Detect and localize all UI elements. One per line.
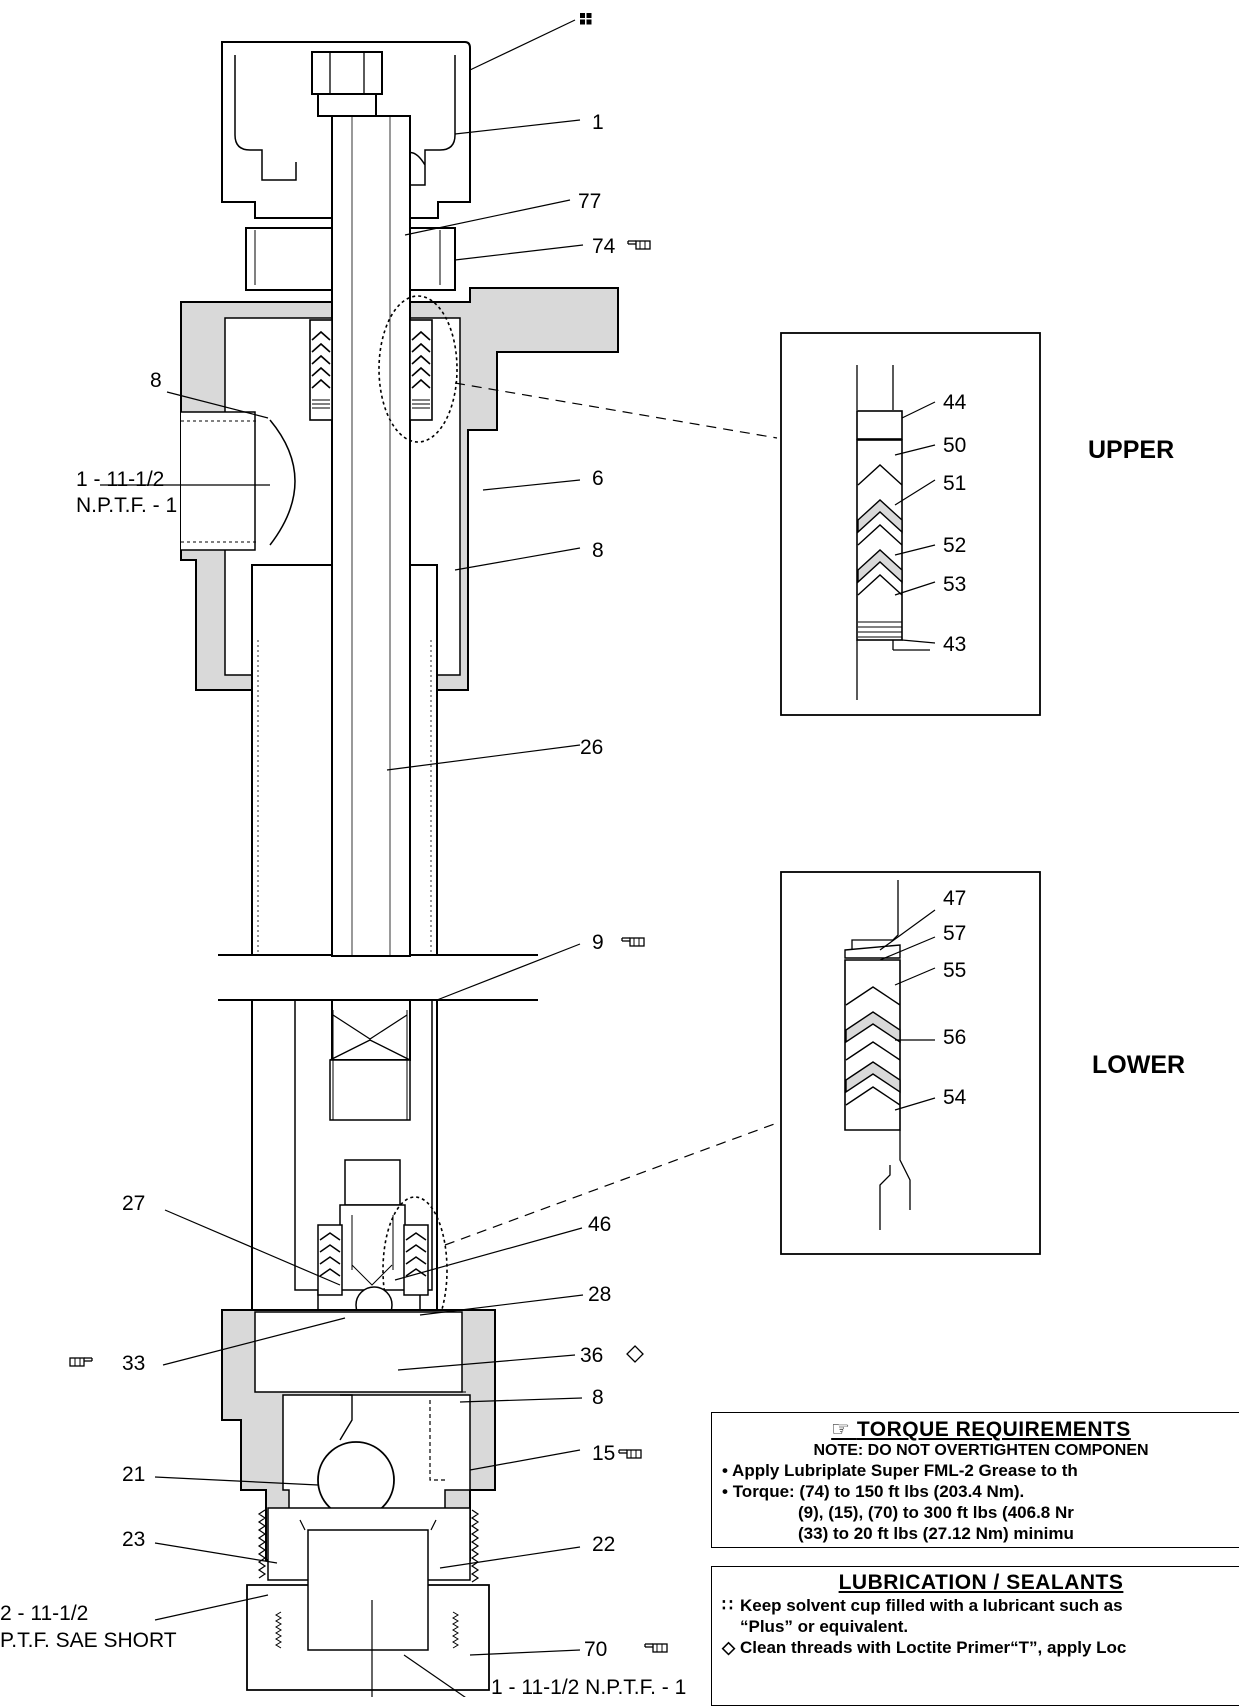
callout-8-upper: 8 (150, 369, 162, 392)
solvent-cup-icon (580, 13, 592, 25)
callout-70: 70 (584, 1638, 607, 1661)
callout-1: 1 (592, 111, 604, 134)
callout-26: 26 (580, 736, 603, 759)
nut (311, 51, 383, 95)
torque-line-3: (9), (15), (70) to 300 ft lbs (406.8 Nr (798, 1503, 1074, 1522)
lube-line-1: ∷ Keep solvent cup filled with a lubrican… (722, 1595, 1239, 1616)
callout-28: 28 (588, 1283, 611, 1306)
main-assembly (100, 19, 778, 1697)
callout-8-mid: 8 (592, 539, 604, 562)
callout-46: 46 (588, 1213, 611, 1236)
callout-15: 15 (592, 1442, 615, 1465)
callout-33: 33 (122, 1352, 145, 1375)
pointing-hand-icon (644, 1643, 668, 1653)
detail-callout-47: 47 (943, 887, 966, 910)
torque-requirements-box: ☞ TORQUE REQUIREMENTS NOTE: DO NOT OVERT… (711, 1412, 1239, 1548)
lube-line-2: “Plus” or equivalent. (740, 1617, 909, 1636)
callout-22: 22 (592, 1533, 615, 1556)
callout-27: 27 (122, 1192, 145, 1215)
piston (344, 1159, 401, 1206)
finger-right-icon (69, 1357, 93, 1367)
callout-8-lower: 8 (592, 1386, 604, 1409)
port-top-label-1: 1 - 11-1/2 (76, 468, 164, 491)
torque-title: ☞ TORQUE REQUIREMENTS (722, 1417, 1239, 1442)
lube-line-1-text: Keep solvent cup filled with a lubricant… (740, 1596, 1123, 1615)
upper-packing (309, 319, 433, 421)
diamond-icon: ◇ (722, 1638, 736, 1657)
callout-36: 36 (580, 1344, 603, 1367)
torque-line-4: (33) to 20 ft lbs (27.12 Nm) minimu (798, 1524, 1074, 1543)
detail-callout-44: 44 (943, 391, 967, 414)
pointing-hand-icon (627, 240, 651, 250)
lube-title: LUBRICATION / SEALANTS (838, 1571, 1124, 1594)
pointing-hand-icon (618, 1449, 642, 1459)
callout-21: 21 (122, 1463, 145, 1486)
upper-detail-inset (780, 332, 1041, 716)
lube-line-3-text: Clean threads with Loctite Primer“T”, ap… (740, 1638, 1127, 1657)
detail-callout-56: 56 (943, 1026, 966, 1049)
torque-line-2-text: Torque: (74) to 150 ft lbs (203.4 Nm). (732, 1482, 1025, 1501)
lower-detail-title: LOWER (1092, 1051, 1185, 1079)
detail-callout-54: 54 (943, 1086, 967, 1109)
upper-detail-title: UPPER (1088, 436, 1174, 464)
detail-callout-50: 50 (943, 434, 966, 457)
detail-callout-52: 52 (943, 534, 966, 557)
solvent-cup-icon: ∷ (722, 1596, 733, 1615)
displacement-rod (331, 115, 411, 957)
torque-line-1-text: Apply Lubriplate Super FML-2 Grease to t… (732, 1461, 1078, 1480)
detail-callout-57: 57 (943, 922, 966, 945)
port-side-label-1: 2 - 11-1/2 (0, 1602, 88, 1625)
port-bottom-label: 1 - 11-1/2 N.P.T.F. - 1 (491, 1676, 686, 1697)
callout-9: 9 (592, 931, 604, 954)
diamond-icon (626, 1345, 644, 1363)
torque-line-1: • Apply Lubriplate Super FML-2 Grease to… (722, 1461, 1078, 1480)
callout-77: 77 (578, 190, 601, 213)
finger-right-icon: ☞ (831, 1418, 851, 1441)
callout-labels: 1 77 74 8 1 - 11-1/2 N.P.T.F. - 1 6 8 26… (0, 13, 1185, 1697)
port-top-label-2: N.P.T.F. - 1 (76, 494, 177, 517)
lubrication-sealants-box: LUBRICATION / SEALANTS ∷ Keep solvent cup… (711, 1566, 1239, 1706)
detail-callout-51: 51 (943, 472, 966, 495)
callout-6: 6 (592, 467, 604, 490)
torque-note: NOTE: DO NOT OVERTIGHTEN COMPONEN (813, 1442, 1149, 1459)
detail-callout-43: 43 (943, 633, 966, 656)
lower-detail-inset (780, 871, 1041, 1255)
callout-74: 74 (592, 235, 616, 258)
detail-callout-55: 55 (943, 959, 966, 982)
port-side-label-2: P.T.F. SAE SHORT (0, 1629, 177, 1652)
torque-line-2: • Torque: (74) to 150 ft lbs (203.4 Nm). (722, 1482, 1025, 1501)
lube-line-3: ◇Clean threads with Loctite Primer“T”, a… (722, 1637, 1239, 1658)
callout-23: 23 (122, 1528, 145, 1551)
torque-title-text: TORQUE REQUIREMENTS (856, 1418, 1131, 1441)
foot-valve-ball (317, 1441, 395, 1519)
detail-callout-53: 53 (943, 573, 966, 596)
pointing-hand-icon (621, 937, 645, 947)
